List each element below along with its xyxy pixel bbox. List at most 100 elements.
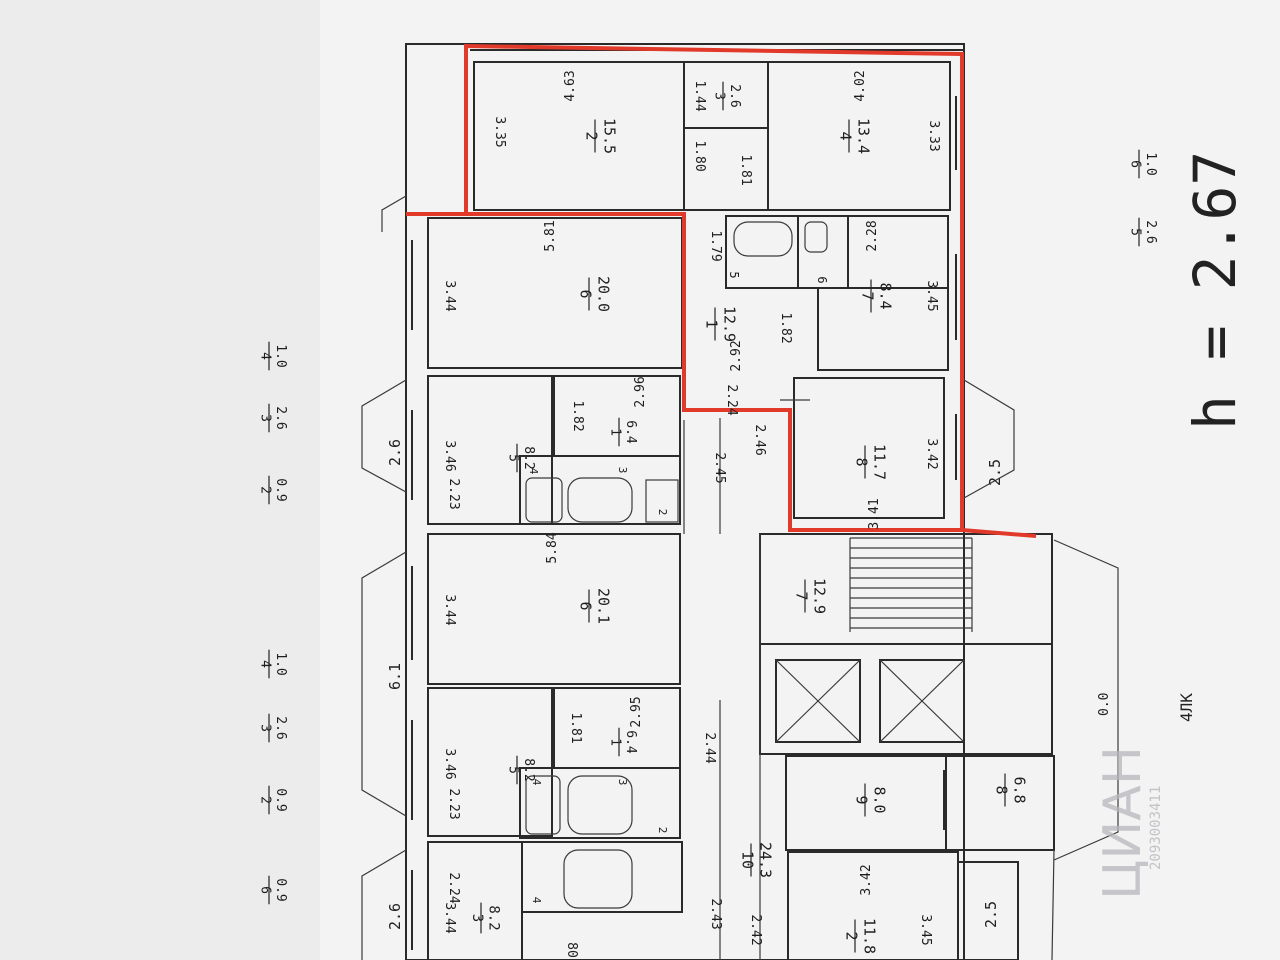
room-13-area: 12.9 — [810, 578, 828, 614]
dim-34: 2.24 — [446, 872, 461, 903]
dim-28: 3.46 — [442, 748, 457, 779]
balcony-5-num: 2 — [258, 486, 273, 494]
room-10-num: 1 — [608, 428, 623, 436]
room-5-num: 1 — [702, 319, 720, 328]
room-9-area: 8.2 — [521, 446, 536, 469]
room-19-area: 8.2 — [486, 905, 502, 930]
room-19-num: 3 — [469, 914, 485, 922]
room-2-num: 3 — [712, 92, 727, 100]
room-3-area: 13.4 — [854, 118, 872, 154]
room-20-num: 2 — [842, 931, 860, 940]
dim-29: 2.23 — [446, 788, 461, 819]
balcony-1-num: 5 — [1128, 228, 1143, 236]
room-2-area: 2.6 — [727, 84, 742, 107]
room-24-num: 4 — [530, 779, 543, 786]
dim-13: 1.82 — [778, 312, 793, 343]
outside-dim-zero: 0.0 — [1097, 693, 1112, 716]
room-12-num: 6 — [576, 601, 594, 610]
room-8-num: 7 — [858, 291, 876, 300]
outside-dim-26a: 2.6 — [386, 439, 404, 466]
room-17-area: 8.0 — [870, 786, 888, 813]
dim-25: 3.44 — [442, 594, 457, 625]
balcony-2-area: 1.0 — [1143, 152, 1158, 175]
walls — [361, 43, 1119, 960]
dim-26: 2.95 — [629, 696, 644, 727]
room-4-num: 6 — [576, 289, 594, 298]
room-16-area: 24.3 — [756, 842, 774, 878]
dim-37: 80 — [564, 942, 579, 958]
room-11-num: 8 — [852, 457, 870, 466]
dim-22: 3.42 — [924, 438, 939, 469]
room-3-num: 4 — [836, 131, 854, 140]
dim-15: 2.24 — [724, 384, 739, 415]
room-5-area: 12.9 — [720, 306, 738, 342]
balcony-4-num: 3 — [258, 414, 273, 422]
outside-dim-b: 2.5 — [982, 901, 1000, 928]
dim-14: 2.92 — [729, 340, 744, 371]
dim-36: 3.45 — [918, 914, 933, 945]
dim-8: 5.81 — [543, 220, 558, 251]
dim-19: 2.23 — [446, 478, 461, 509]
dim-3: 1.44 — [692, 80, 707, 111]
room-27-num: 4 — [530, 897, 543, 904]
dim-11: 2.28 — [865, 220, 880, 251]
room-14-num: 5 — [506, 766, 521, 774]
dim-30: 2.44 — [702, 732, 717, 763]
balcony-4-area: 2.6 — [273, 406, 288, 429]
room-8-area: 8.4 — [876, 282, 894, 309]
room-10-area: 6.4 — [623, 420, 638, 444]
balcony-5-area: 0.9 — [273, 478, 288, 501]
dim-31: 3.42 — [859, 864, 874, 895]
ceiling-height-label: h = 2.67 — [1181, 151, 1249, 430]
balcony-6-num: 4 — [258, 660, 273, 668]
room-14-area: 8.2 — [521, 758, 536, 781]
room-9-num: 5 — [506, 454, 521, 462]
dim-23: 3.41 — [867, 498, 882, 529]
dim-5: 1.81 — [738, 154, 753, 185]
apartment-outline-inner — [466, 212, 962, 532]
dim-17: 1.82 — [570, 400, 585, 431]
watermark-id: 2093003411 — [1148, 786, 1164, 870]
dim-35: 3.44 — [442, 902, 457, 933]
room-1-num: 2 — [582, 131, 600, 140]
room-1-area: 15.5 — [600, 118, 618, 154]
dim-6: 4.02 — [853, 70, 868, 101]
room-21-num: 4 — [527, 468, 540, 475]
balcony-3-num: 4 — [258, 352, 273, 360]
section-label: 4ЛК — [1177, 693, 1196, 722]
dim-7: 3.33 — [926, 120, 941, 151]
watermark: ЦИАН — [1093, 746, 1153, 900]
dim-21: 2.46 — [752, 424, 767, 455]
room-17-num: 9 — [852, 795, 870, 804]
dim-24: 5.84 — [545, 532, 560, 563]
balcony-8-area: 0.9 — [273, 788, 288, 811]
room-22-num: 3 — [616, 467, 629, 474]
room-13-num: 7 — [792, 591, 810, 600]
balcony-7-area: 2.6 — [273, 716, 288, 739]
room-11-area: 11.7 — [870, 444, 888, 480]
dim-4: 1.80 — [692, 140, 707, 171]
outside-dim-26b: 2.6 — [386, 903, 404, 930]
dim-27: 1.81 — [568, 712, 583, 743]
room-15-num: 1 — [608, 738, 623, 746]
balcony-2-num: 6 — [1128, 160, 1143, 168]
dim-20: 2.45 — [712, 452, 727, 483]
balcony-9-num: 6 — [258, 886, 273, 894]
dim-12: 3.45 — [924, 280, 939, 311]
dim-2: 3.35 — [492, 116, 507, 147]
room-25-num: 3 — [616, 779, 629, 786]
room-18-num: 8 — [992, 785, 1010, 794]
room-6-num: 5 — [727, 271, 741, 278]
dim-16: 2.96 — [633, 376, 648, 407]
dim-1: 4.63 — [563, 70, 578, 101]
room-23-num: 2 — [656, 509, 669, 516]
room-20-area: 11.8 — [860, 918, 878, 954]
room-7-num: 6 — [815, 276, 829, 283]
balcony-6-area: 1.0 — [273, 652, 288, 675]
balcony-9-area: 0.9 — [273, 878, 288, 901]
room-16-num: 10 — [738, 851, 756, 869]
apartment-outline — [406, 43, 1037, 538]
